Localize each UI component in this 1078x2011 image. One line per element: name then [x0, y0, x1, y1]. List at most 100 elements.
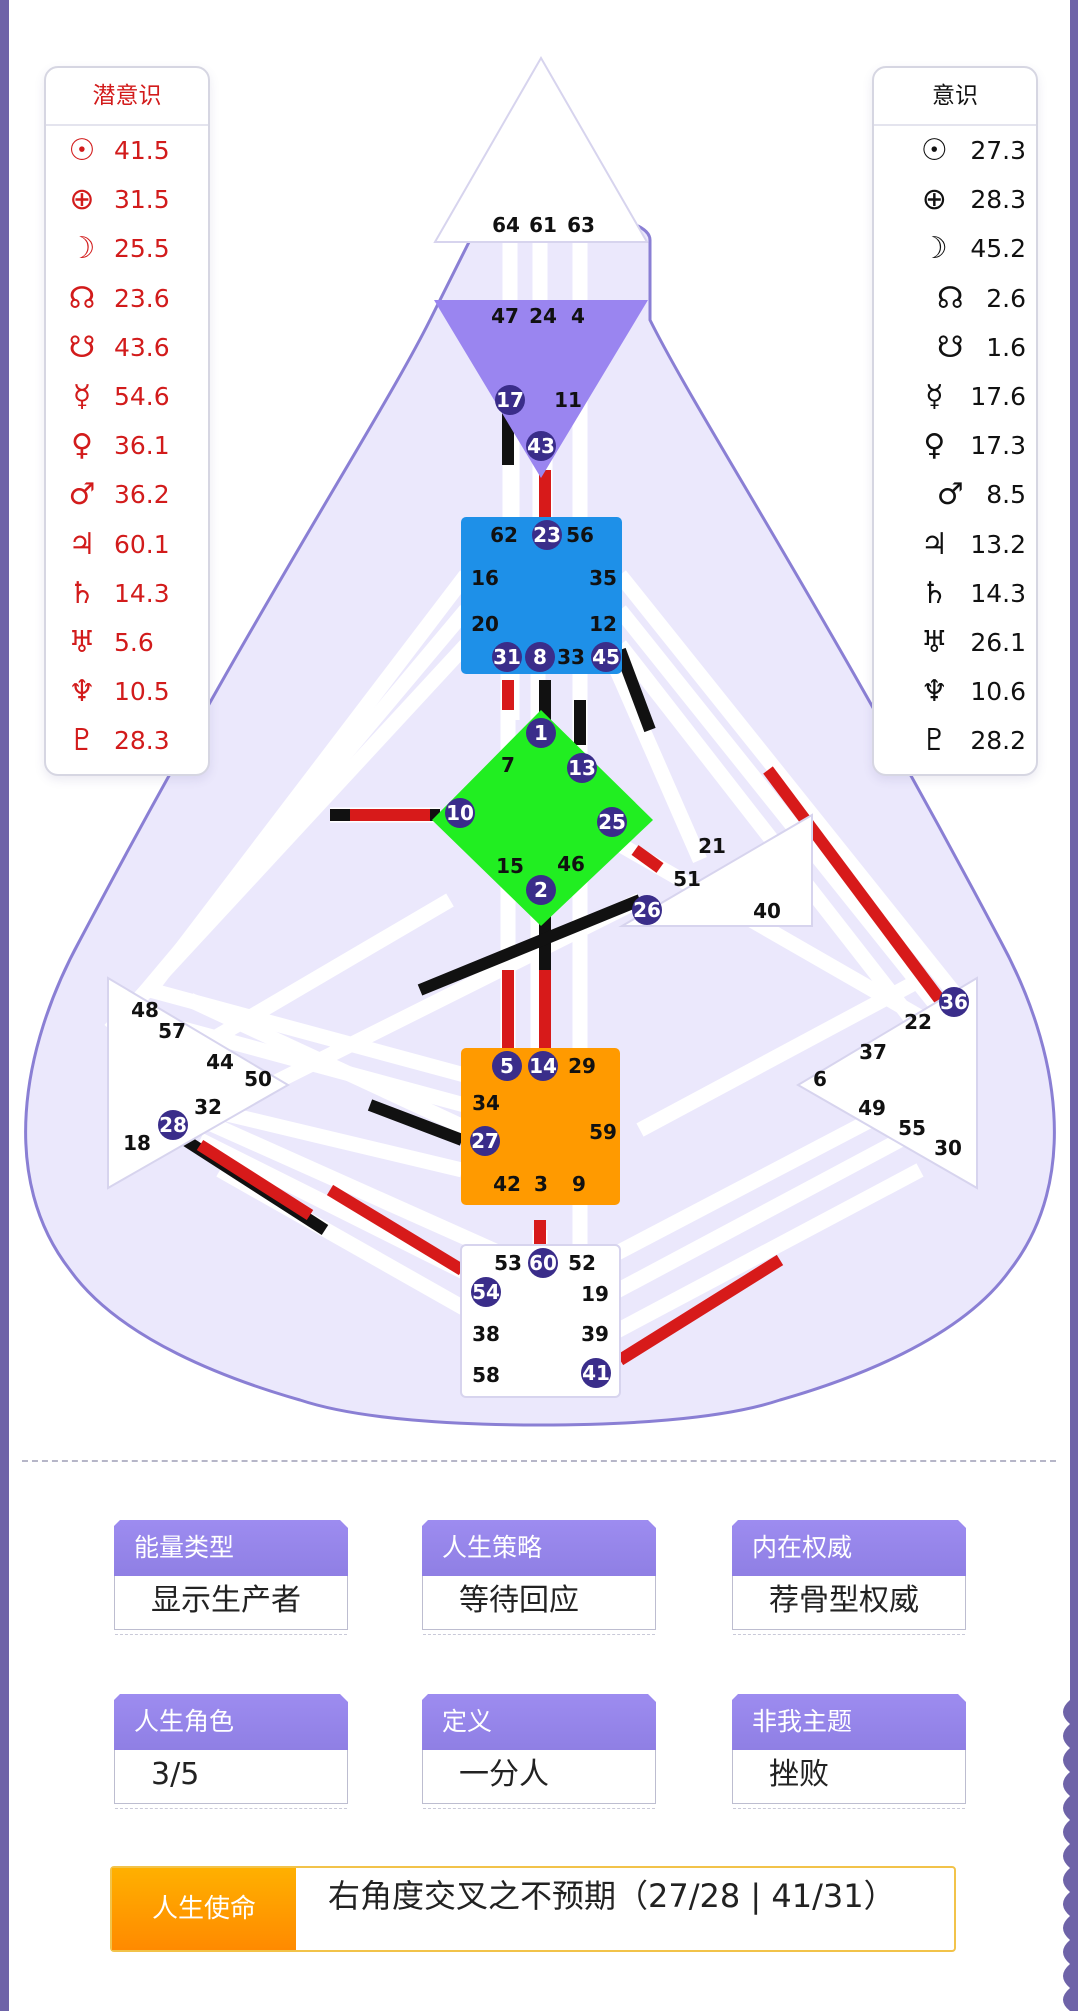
moon-icon: ☽ — [920, 231, 948, 267]
mars-icon: ♂ — [68, 477, 96, 513]
gate-35-label: 35 — [589, 566, 617, 590]
gate-20-label: 20 — [471, 612, 499, 636]
conscious-value: 1.6 — [986, 332, 1026, 362]
channel — [636, 973, 924, 1137]
gate-19-label: 19 — [581, 1282, 609, 1306]
subconscious-value: 54.6 — [114, 382, 170, 411]
north-node-icon: ☊ — [68, 280, 96, 316]
gate-5-marker — [492, 1051, 522, 1081]
active-channel — [614, 647, 656, 733]
earth-icon: ⊕ — [921, 182, 947, 218]
not-self-theme-value: 挫败 — [732, 1750, 966, 1809]
conscious-row: ♇ 28.2 — [874, 716, 1036, 765]
venus-icon: ♀ — [71, 428, 93, 464]
gate-5-label: 5 — [500, 1054, 514, 1078]
gate-15-label: 15 — [496, 854, 524, 878]
channel — [596, 1103, 894, 1269]
gate-51-label: 51 — [673, 867, 701, 891]
gate-7-label: 7 — [501, 753, 515, 777]
gate-44-label: 44 — [206, 1050, 234, 1074]
conscious-value: 13.2 — [970, 529, 1026, 559]
channel — [614, 605, 946, 1015]
conscious-value: 45.2 — [970, 234, 1026, 264]
pluto-icon: ♇ — [920, 723, 948, 759]
gate-2-marker — [526, 875, 556, 905]
gate-23-label: 23 — [533, 523, 561, 547]
gate-54-label: 54 — [472, 1280, 500, 1304]
ajna-center — [434, 300, 648, 478]
subconscious-row: ♀36.1 — [46, 421, 208, 470]
channel — [176, 1103, 524, 1269]
conscious-value: 14.3 — [970, 578, 1026, 608]
g-center — [432, 710, 653, 926]
saturn-icon: ♄ — [920, 575, 948, 611]
conscious-row: ♂8.5 — [874, 470, 1036, 519]
gate-52-label: 52 — [568, 1251, 596, 1275]
gate-39-label: 39 — [581, 1322, 609, 1346]
conscious-title: 意识 — [874, 68, 1036, 126]
subconscious-row: ♆10.5 — [46, 667, 208, 716]
energy-type-value: 显示生产者 — [114, 1576, 348, 1635]
south-node-icon: ☋ — [68, 329, 96, 365]
conscious-row: ☿17.6 — [874, 372, 1036, 421]
subconscious-value: 43.6 — [114, 332, 170, 362]
conscious-value: 27.3 — [970, 136, 1026, 165]
gate-17-marker — [495, 385, 525, 415]
conscious-value: 26.1 — [970, 628, 1026, 657]
conscious-row: ☋1.6 — [874, 323, 1036, 372]
subconscious-value: 23.6 — [114, 283, 170, 313]
gate-29-label: 29 — [568, 1054, 596, 1078]
gate-27-label: 27 — [471, 1129, 499, 1153]
gate-22-label: 22 — [904, 1010, 932, 1034]
gate-27-marker — [470, 1126, 500, 1156]
life-mission-value: 右角度交叉之不预期（27/28 | 41/31） — [328, 1877, 896, 1915]
active-channel — [763, 766, 945, 1004]
channel — [596, 1163, 924, 1347]
subconscious-panel: 潜意识 ☉41.5⊕31.5☽25.5☊23.6☋43.6☿54.6♀36.1♂… — [44, 66, 210, 776]
strategy-value: 等待回应 — [422, 1576, 656, 1635]
conscious-value: 17.3 — [970, 431, 1026, 461]
conscious-row: ♀17.3 — [874, 421, 1036, 470]
gate-38-label: 38 — [472, 1322, 500, 1346]
channel — [148, 982, 522, 1098]
gate-21-label: 21 — [698, 834, 726, 858]
authority-card: 内在权威荐骨型权威 — [732, 1520, 966, 1635]
gate-31-marker — [492, 642, 522, 672]
subconscious-row: ☽25.5 — [46, 224, 208, 273]
conscious-row: ♄ 14.3 — [874, 569, 1036, 618]
gate-26-label: 26 — [633, 898, 661, 922]
conscious-value: 8.5 — [986, 480, 1026, 510]
gate-28-label: 28 — [159, 1113, 187, 1137]
gate-6-label: 6 — [813, 1067, 827, 1091]
gate-60-label: 60 — [529, 1251, 557, 1275]
sun-icon: ☉ — [68, 133, 96, 168]
gate-40-label: 40 — [753, 899, 781, 923]
subconscious-value: 60.1 — [114, 529, 170, 559]
gate-13-label: 13 — [568, 756, 596, 780]
gate-28-marker — [158, 1110, 188, 1140]
gate-42-label: 42 — [493, 1172, 521, 1196]
pluto-icon: ♇ — [68, 723, 96, 759]
conscious-row: ♃13.2 — [874, 520, 1036, 569]
gate-48-label: 48 — [131, 998, 159, 1022]
life-mission-label: 人生使命 — [112, 1868, 296, 1950]
not-self-theme-label: 非我主题 — [732, 1694, 966, 1750]
profile-label: 人生角色 — [114, 1694, 348, 1750]
sacral-center — [461, 1048, 620, 1205]
gate-45-label: 45 — [592, 645, 620, 669]
profile-value: 3/5 — [114, 1750, 348, 1809]
conscious-row: ♅26.1 — [874, 618, 1036, 667]
gate-12-label: 12 — [589, 612, 617, 636]
gate-47-label: 47 — [491, 304, 519, 328]
mercury-icon: ☿ — [72, 379, 92, 414]
solar-plexus-center — [796, 976, 978, 1190]
gate-8-label: 8 — [533, 645, 547, 669]
energy-type-card: 能量类型显示生产者 — [114, 1520, 348, 1635]
subconscious-value: 5.6 — [114, 628, 154, 657]
right-frame-border — [1070, 0, 1078, 2011]
definition-label: 定义 — [422, 1694, 656, 1750]
conscious-value: 28.2 — [970, 726, 1026, 756]
section-divider — [22, 1460, 1056, 1462]
subconscious-row: ♇28.3 — [46, 716, 208, 765]
